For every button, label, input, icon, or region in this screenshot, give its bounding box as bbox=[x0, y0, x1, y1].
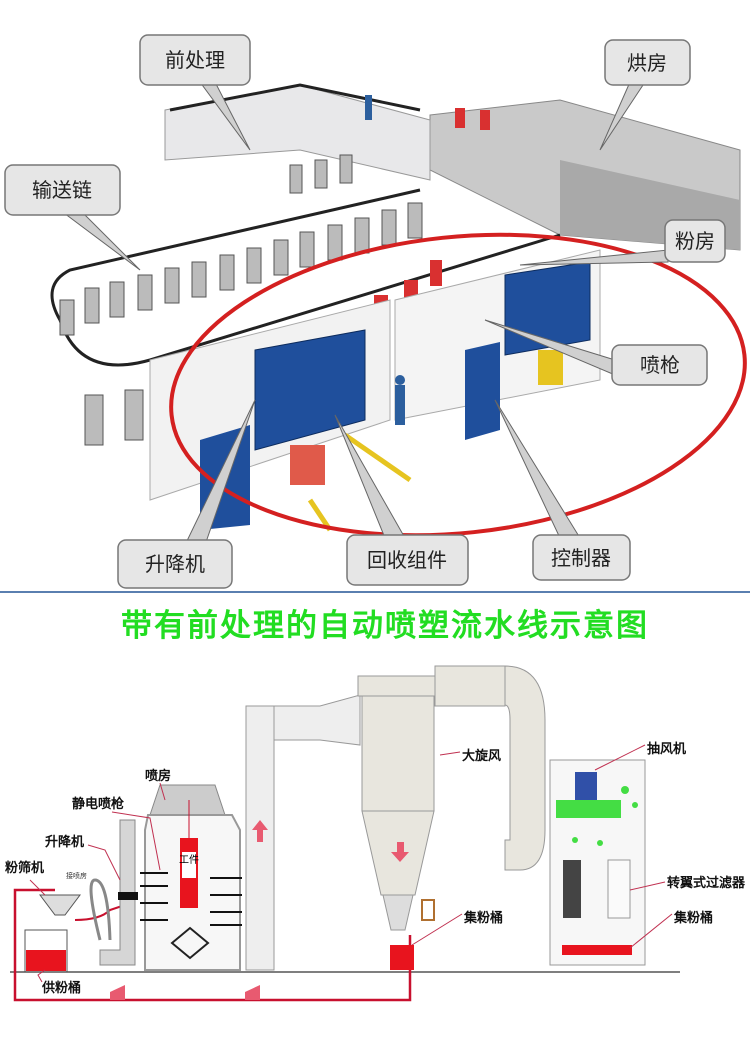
callout-pretreatment: 前处理 bbox=[139, 34, 251, 86]
svg-text:喷枪: 喷枪 bbox=[640, 353, 680, 377]
svg-text:粉房: 粉房 bbox=[675, 229, 715, 253]
lifter-column bbox=[99, 819, 136, 966]
diagram-title: 带有前处理的自动喷塑流水线示意图 bbox=[121, 608, 649, 644]
yellow-powder-unit bbox=[538, 350, 563, 385]
label-big-cyclone: 大旋风 bbox=[462, 748, 501, 764]
svg-text:回收组件: 回收组件 bbox=[367, 548, 447, 572]
label-powder-sieve: 粉筛机 bbox=[5, 860, 44, 876]
top-illustration: 前处理 烘房 输送链 粉房 喷枪 升降机 回收组件 控制器 bbox=[4, 34, 747, 589]
label-lifter: 升降机 bbox=[45, 834, 84, 850]
hangers bbox=[59, 154, 423, 446]
callout-controller: 控制器 bbox=[532, 534, 631, 581]
workers bbox=[365, 95, 405, 425]
callout-oven: 烘房 bbox=[604, 39, 691, 86]
label-exhaust-fan: 抽风机 bbox=[647, 741, 686, 757]
label-spray-booth: 喷房 bbox=[145, 768, 171, 784]
label-to-booth: 接喷房 bbox=[66, 871, 87, 880]
spray-guns bbox=[140, 872, 242, 926]
curved-duct bbox=[504, 665, 546, 871]
svg-text:控制器: 控制器 bbox=[551, 546, 611, 570]
callout-spray-gun: 喷枪 bbox=[611, 344, 708, 386]
workpiece-label: 工件 bbox=[179, 854, 199, 866]
callout-powder-room: 粉房 bbox=[664, 219, 726, 263]
svg-text:前处理: 前处理 bbox=[165, 48, 225, 72]
powder-sieve bbox=[39, 894, 81, 916]
svg-text:升降机: 升降机 bbox=[145, 552, 205, 576]
svg-text:烘房: 烘房 bbox=[627, 51, 667, 75]
callout-recovery-unit: 回收组件 bbox=[346, 534, 469, 586]
highlight-ellipse bbox=[169, 232, 747, 538]
label-supply-bucket: 供粉桶 bbox=[41, 980, 81, 996]
callout-lifter: 升降机 bbox=[117, 539, 233, 589]
collect-bucket-cyclone bbox=[390, 945, 414, 970]
label-rotary-filter: 转翼式过滤器 bbox=[667, 875, 746, 891]
exhaust-fan-housing bbox=[556, 800, 621, 818]
rotary-filter bbox=[607, 859, 631, 919]
bottom-schematic: 工件 bbox=[5, 665, 746, 1002]
label-collect-bucket-filter: 集粉桶 bbox=[673, 910, 713, 926]
label-collect-bucket-cyclone: 集粉桶 bbox=[463, 910, 503, 926]
label-electrostatic-gun: 静电喷枪 bbox=[72, 796, 124, 812]
controller-cabinet bbox=[465, 342, 500, 440]
return-pipe bbox=[13, 888, 412, 1002]
exhaust-fan-motor bbox=[575, 772, 597, 800]
supply-bucket bbox=[26, 950, 66, 971]
big-cyclone bbox=[361, 695, 435, 812]
red-powder-unit bbox=[290, 445, 325, 485]
callout-conveyor-chain: 输送链 bbox=[4, 164, 121, 216]
svg-text:输送链: 输送链 bbox=[32, 178, 92, 202]
